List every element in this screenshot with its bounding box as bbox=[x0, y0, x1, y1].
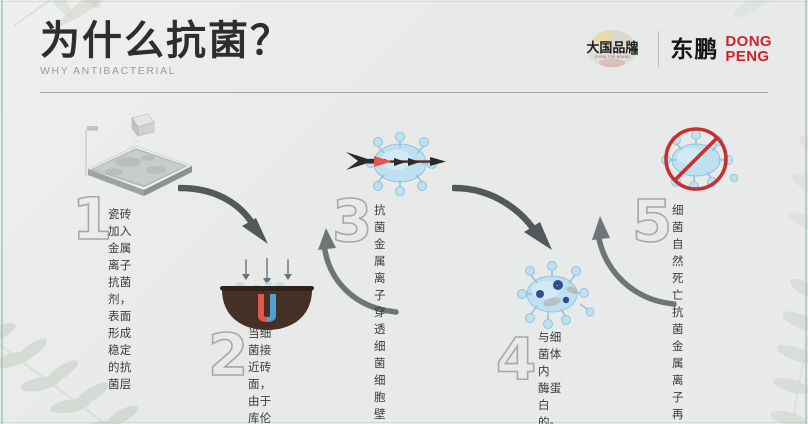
seal-text: 大国品牌 bbox=[586, 41, 639, 56]
top-edge-line bbox=[0, 1, 808, 2]
brand-divider bbox=[658, 31, 660, 67]
connector-arrow-3 bbox=[452, 184, 552, 250]
step-1-number: 1 bbox=[71, 185, 113, 253]
fern-branch-bottom-left-decoration bbox=[0, 323, 138, 424]
magnet-bowl-illustration bbox=[220, 258, 314, 330]
dongpeng-name-en: DONG PENG bbox=[725, 32, 772, 65]
seal-subtext: CHINA TOP BRAND bbox=[594, 55, 631, 59]
dongpeng-name-cn: 东鹏 bbox=[670, 35, 719, 62]
svg-text:+: + bbox=[556, 283, 559, 288]
tile-slab-illustration bbox=[85, 113, 194, 196]
dongpeng-name-en-line2: PENG bbox=[725, 48, 770, 65]
right-edge-line bbox=[805, 0, 807, 424]
step-4-description: 与细菌体内 酶蛋白的-SH基反应， 使其丧失繁殖能力 bbox=[538, 332, 562, 424]
left-edge-line bbox=[1, 0, 3, 424]
china-top-brand-seal-icon: 大国品牌 CHINA TOP BRAND bbox=[577, 26, 647, 72]
page-title: 为什么抗菌？ bbox=[40, 19, 292, 63]
step-5-description: 细菌自然死亡 抗菌金属离子再 游离出来继续杀菌 bbox=[672, 205, 684, 421]
bottom-edge-line bbox=[0, 422, 808, 423]
page-subtitle: WHY ANTIBACTERIAL bbox=[40, 65, 177, 77]
step-3-description: 抗菌金属离子穿透 细菌细胞壁进入细胞内 bbox=[374, 205, 386, 421]
step-3-number: 3 bbox=[331, 187, 373, 255]
step-2-number: 2 bbox=[207, 321, 249, 389]
step-5-number: 5 bbox=[631, 187, 673, 255]
brand-logo-group: 大国品牌 CHINA TOP BRAND 东鹏 DONG PENG bbox=[577, 26, 772, 72]
header-divider bbox=[40, 92, 768, 93]
step-4-number: 4 bbox=[495, 325, 537, 393]
header-block: 为什么抗菌？ WHY ANTIBACTERIAL bbox=[40, 18, 292, 77]
dongpeng-name-en-line1: DONG bbox=[725, 32, 772, 50]
step-2-description: 当细菌接近砖面， 由于库伦引力， 使抗菌金属离子与细菌牢牢吸附 bbox=[248, 328, 272, 424]
arrow-piercing-bacterium-illustration bbox=[346, 132, 446, 196]
bacterium-with-ions-illustration: + bbox=[517, 261, 595, 329]
bacterium-prohibited-illustration bbox=[661, 127, 739, 191]
dongpeng-logo: 东鹏 DONG PENG bbox=[670, 32, 772, 65]
step-1-description: 瓷砖加入金属离子抗菌剂， 表面形成稳定的抗菌层 bbox=[108, 209, 132, 391]
